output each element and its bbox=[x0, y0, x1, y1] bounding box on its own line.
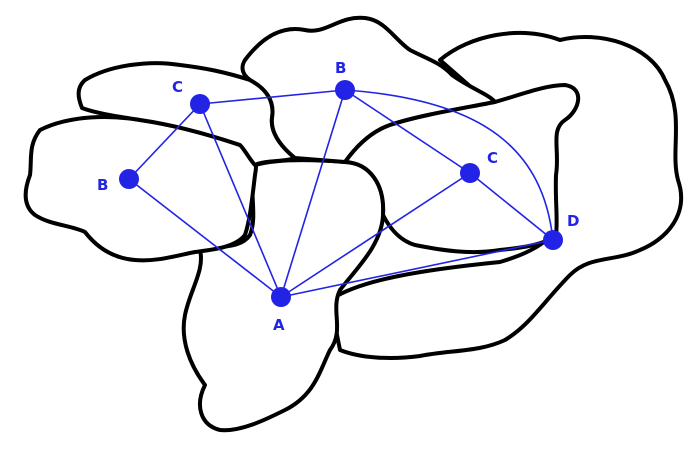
vertex-b_top bbox=[335, 80, 355, 100]
edge-a_bottom-d_right bbox=[280, 239, 554, 298]
vertex-c_top_left bbox=[190, 94, 210, 114]
vertex-label-b_left: B bbox=[97, 176, 108, 194]
graph-edges bbox=[128, 89, 554, 298]
vertex-b_left bbox=[119, 169, 139, 189]
edge-b_left-a_bottom bbox=[128, 178, 282, 298]
graph-vertices: C B B C D A bbox=[97, 59, 579, 334]
edge-b_top-d_right bbox=[344, 89, 554, 241]
vertex-label-c_right: C bbox=[487, 149, 498, 167]
vertex-label-c_top_left: C bbox=[172, 78, 183, 96]
edge-c_top_left-a_bottom bbox=[199, 103, 282, 298]
edge-b_top-c_right bbox=[344, 89, 471, 174]
vertex-label-b_top: B bbox=[335, 59, 346, 77]
edge-c_top_left-b_left bbox=[128, 103, 201, 180]
vertex-a_bottom bbox=[271, 287, 291, 307]
vertex-c_right bbox=[460, 163, 480, 183]
edge-c_right-d_right bbox=[469, 172, 554, 241]
vertex-label-d_right: D bbox=[567, 212, 579, 230]
vertex-label-a_bottom: A bbox=[273, 316, 285, 334]
region-outlines bbox=[23, 15, 684, 433]
region-far-right bbox=[328, 30, 684, 360]
edge-b_top-a_bottom bbox=[280, 89, 346, 298]
edge-c_right-a_bottom bbox=[280, 172, 471, 298]
region-upper-left bbox=[76, 61, 297, 167]
vertex-d_right bbox=[543, 230, 563, 250]
edge-c_top_left-b_top bbox=[199, 89, 346, 105]
